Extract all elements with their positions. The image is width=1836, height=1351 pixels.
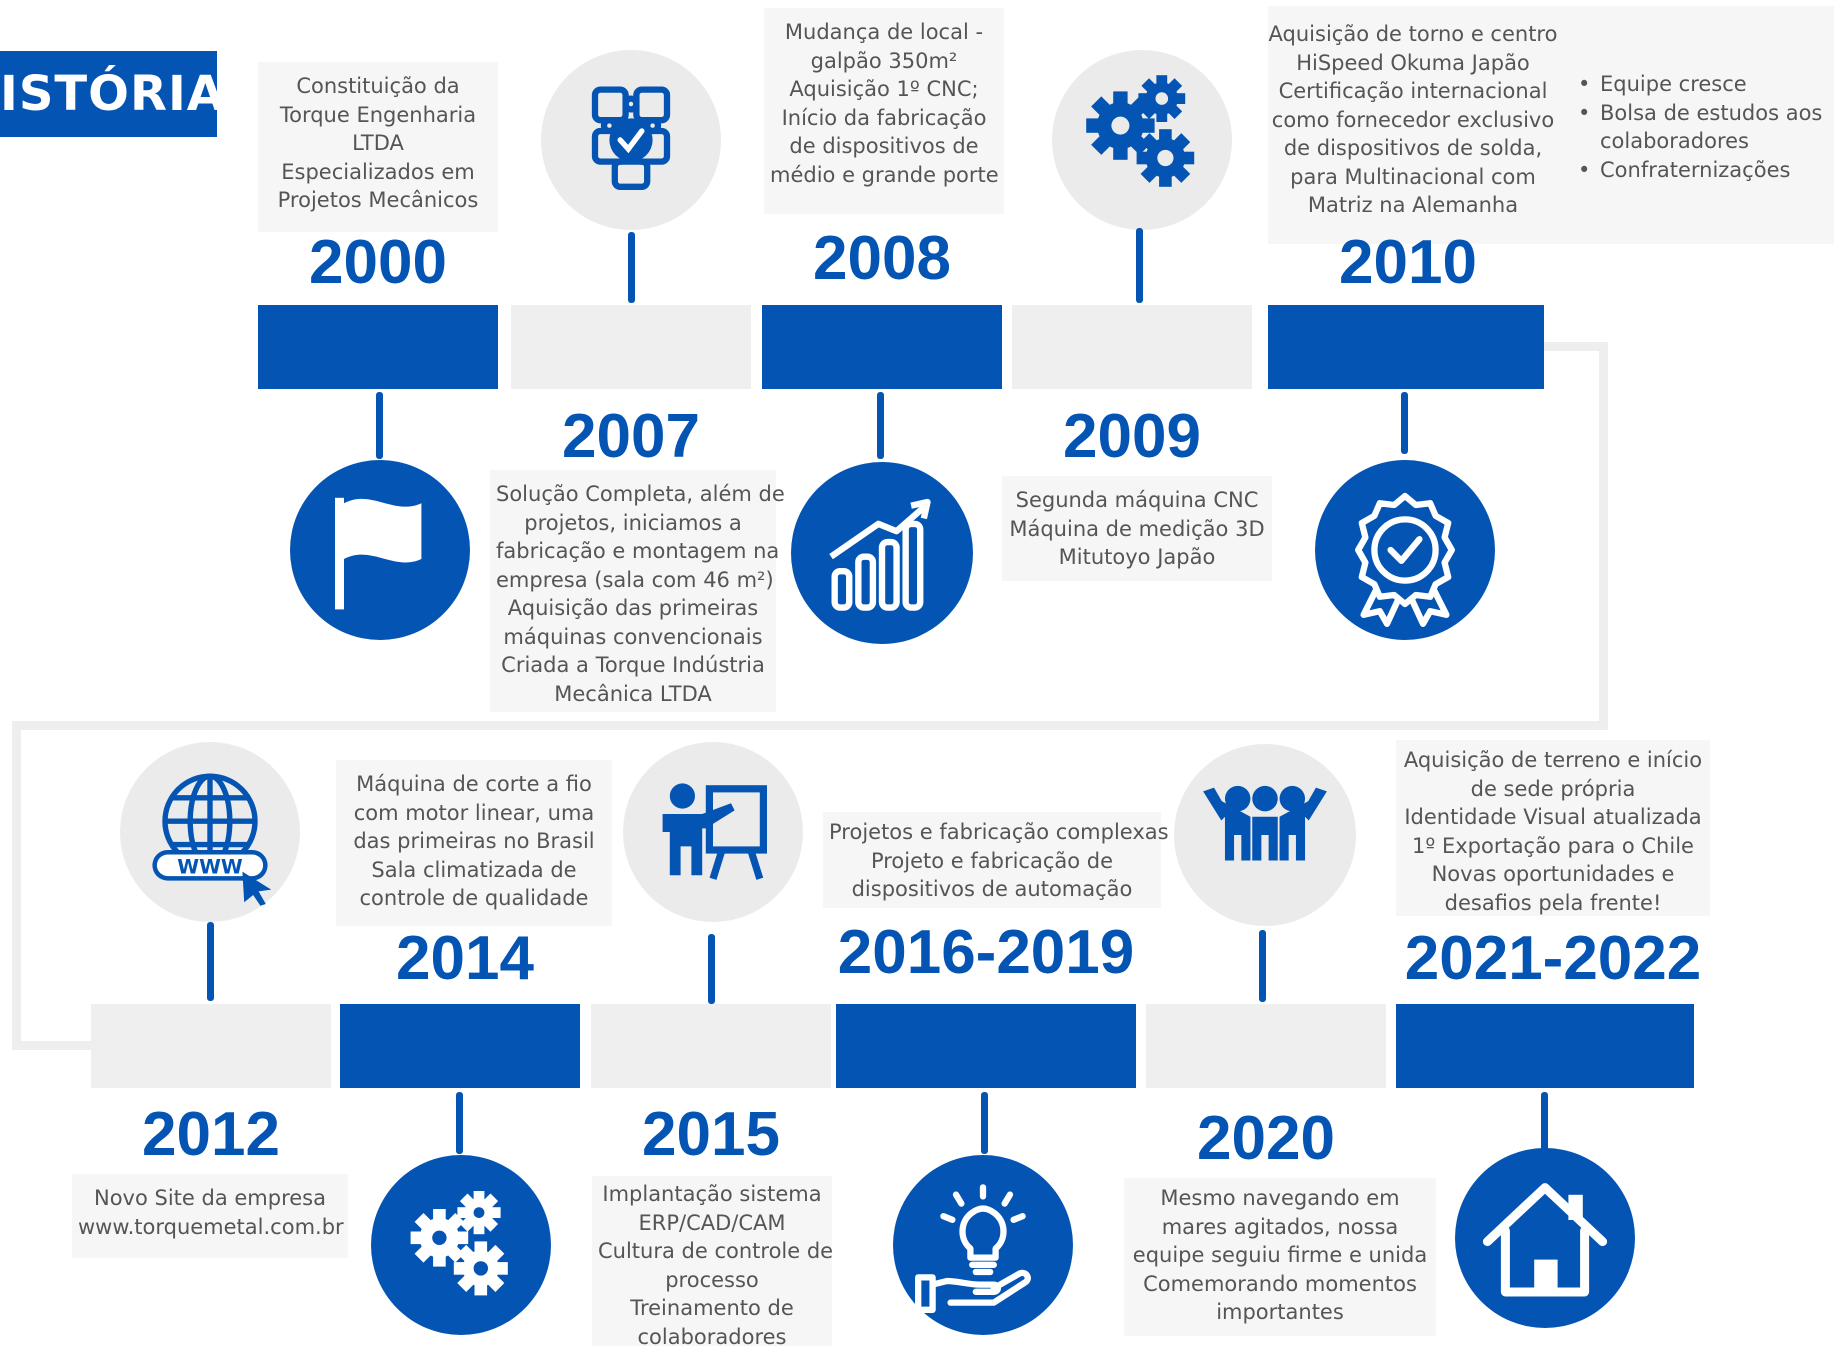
timeline-stem <box>628 232 635 303</box>
event-year-2008: 2008 <box>813 224 951 293</box>
event-year-2009: 2009 <box>1063 402 1201 471</box>
www-globe-icon: WWW <box>152 773 272 906</box>
timeline-connector <box>1540 342 1608 730</box>
timeline-stem <box>376 392 383 459</box>
timeline-bar-2010 <box>1268 305 1544 389</box>
flag-icon <box>335 497 422 610</box>
timeline-bar-2012 <box>91 1004 331 1088</box>
event-icon-circle-2008 <box>791 462 973 644</box>
puzzle-check-icon <box>591 86 671 190</box>
timeline-stem <box>207 922 214 1001</box>
event-year-2010: 2010 <box>1339 228 1477 297</box>
timeline-connector <box>12 1041 96 1050</box>
timeline-stem <box>877 392 884 459</box>
timeline-bar-2015 <box>591 1004 831 1088</box>
event-year-2021-2022: 2021-2022 <box>1404 924 1702 993</box>
timeline-bar-2009 <box>1012 305 1252 389</box>
timeline-stem <box>1401 392 1408 454</box>
timeline-stem <box>708 934 715 1004</box>
event-icon-circle-2014 <box>371 1155 551 1335</box>
award-badge-icon <box>1355 492 1455 627</box>
event-icon-circle-2000 <box>290 460 470 640</box>
event-icon-circle-2016-2019 <box>893 1155 1073 1335</box>
timeline-bar-2007 <box>511 305 751 389</box>
event-icon-circle-2010 <box>1315 460 1495 640</box>
lightbulb-hand-icon <box>915 1184 1031 1313</box>
timeline-stem <box>981 1092 988 1154</box>
page-title: ISTÓRIA <box>0 51 217 137</box>
event-year-2007: 2007 <box>562 402 700 471</box>
timeline-stem <box>456 1092 463 1154</box>
timeline-bar-2020 <box>1146 1004 1386 1088</box>
event-icon-circle-2007 <box>541 50 721 230</box>
event-icon-circle-2021-2022 <box>1455 1148 1635 1328</box>
timeline-bar-2008 <box>762 305 1002 389</box>
gears-icon <box>1086 75 1195 187</box>
event-year-2012: 2012 <box>142 1100 280 1169</box>
timeline-stem <box>1259 930 1266 1002</box>
timeline-bar-2014 <box>340 1004 580 1088</box>
team-people-icon <box>1203 785 1327 861</box>
timeline-bar-2016-2019 <box>836 1004 1136 1088</box>
event-year-2020: 2020 <box>1197 1104 1335 1173</box>
event-icon-circle-2012: WWW <box>120 742 300 922</box>
timeline-stem <box>1541 1092 1548 1152</box>
event-year-2014: 2014 <box>396 924 534 993</box>
event-icon-circle-2020 <box>1174 744 1356 926</box>
event-year-2016-2019: 2016-2019 <box>837 918 1135 987</box>
timeline-bar-2021-2022 <box>1396 1004 1694 1088</box>
home-icon <box>1482 1183 1608 1297</box>
event-year-2000: 2000 <box>309 228 447 297</box>
timeline-connector <box>12 721 1608 1050</box>
gears-icon <box>410 1191 508 1296</box>
growth-chart-icon <box>829 498 931 611</box>
event-icon-circle-2015 <box>623 742 803 922</box>
presentation-teacher-icon <box>662 783 767 880</box>
event-icon-circle-2009 <box>1052 50 1232 230</box>
timeline-bar-2000 <box>258 305 498 389</box>
svg-text:WWW: WWW <box>177 855 243 878</box>
timeline-stem <box>1136 228 1143 303</box>
event-year-2015: 2015 <box>642 1100 780 1169</box>
